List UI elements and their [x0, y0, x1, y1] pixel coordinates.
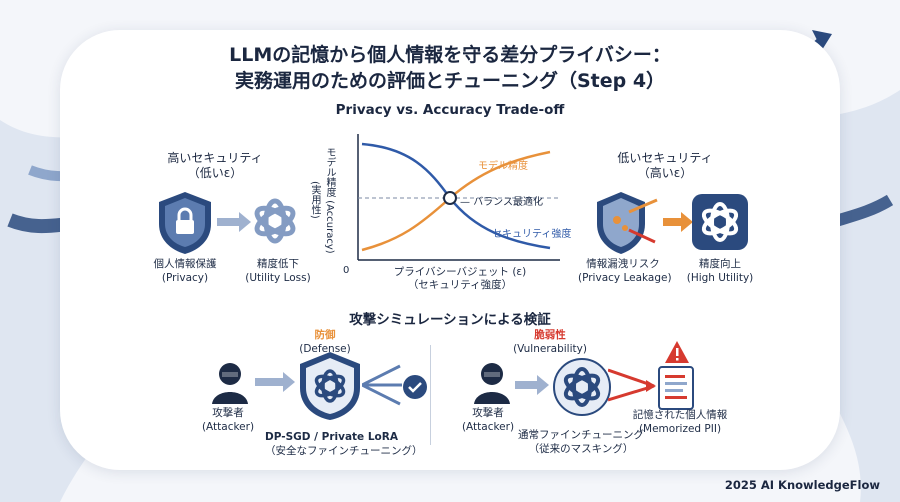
balance-point: [443, 191, 457, 205]
hacker-icon: [212, 363, 248, 404]
vulnerability-label: 脆弱性(Vulnerability): [513, 329, 587, 355]
page-title-line2: 実務運用のための評価とチューニング（Step 4）: [234, 70, 666, 92]
memorized-pii-label: 記憶された個人情報(Memorized PII): [632, 409, 728, 435]
defense-label: 防御(Defense): [299, 329, 351, 355]
high-utility-label: 精度向上(High Utility): [686, 258, 754, 284]
utility-loss-label: 精度低下(Utility Loss): [245, 258, 311, 284]
section-divider: [430, 345, 431, 445]
check-circle-icon: [403, 375, 427, 399]
openai-knot-icon: [254, 198, 296, 244]
series-security-label: セキュリティ強度: [492, 229, 572, 240]
openai-knot-icon: [553, 358, 611, 416]
tradeoff-chart: [357, 134, 560, 261]
arrow-right-icon: [255, 372, 295, 392]
attack-heading: 攻撃シミュレーションによる検証: [349, 312, 551, 328]
deflect-arrows: [362, 364, 402, 406]
attacker2-label: 攻撃者(Attacker): [461, 407, 515, 433]
low-security-subtitle: （高いε）: [637, 166, 693, 180]
normal-finetune-label: 通常ファインチューニング（従来のマスキング）: [518, 429, 644, 455]
footer-credit: 2025 AI KnowledgeFlow: [724, 478, 880, 492]
series-accuracy-label: モデル精度: [478, 161, 528, 172]
x-axis-label: プライバシーバジェット (ε)（セキュリティ強度）: [393, 266, 527, 291]
low-security-title: 低いセキュリティ: [617, 151, 713, 165]
y-axis-label: モデル精度 (Accuracy) (実用性): [309, 146, 335, 254]
arrow-right-icon: [663, 212, 693, 232]
balance-annotation: — バランス最適化: [460, 197, 543, 208]
shield-leak-icon: [597, 192, 658, 254]
warning-icon: [665, 341, 689, 363]
origin-label: 0: [343, 265, 350, 276]
leak-arrows: [608, 368, 656, 402]
attacker-label: 攻撃者(Attacker): [201, 407, 255, 433]
page-title-line1: LLMの記憶から個人情報を守る差分プライバシー：: [229, 44, 671, 66]
arrow-right-icon: [515, 375, 549, 395]
hacker-icon: [474, 363, 510, 404]
high-security-subtitle: （低いε）: [187, 166, 243, 180]
privacy-leakage-label: 情報漏洩リスク(Privacy Leakage): [578, 258, 672, 284]
arrow-right-icon: [217, 212, 251, 232]
shield-lock-icon: [159, 192, 211, 254]
dp-sgd-label: DP-SGD / Private LoRA（安全なファインチューニング）: [265, 431, 423, 457]
high-security-title: 高いセキュリティ: [167, 151, 263, 165]
shield-knot-icon: [300, 352, 360, 420]
openai-knot-icon: [692, 194, 748, 250]
document-icon: [658, 366, 694, 410]
tradeoff-heading: Privacy vs. Accuracy Trade-off: [335, 102, 565, 118]
privacy-label: 個人情報保護(Privacy): [153, 258, 217, 284]
